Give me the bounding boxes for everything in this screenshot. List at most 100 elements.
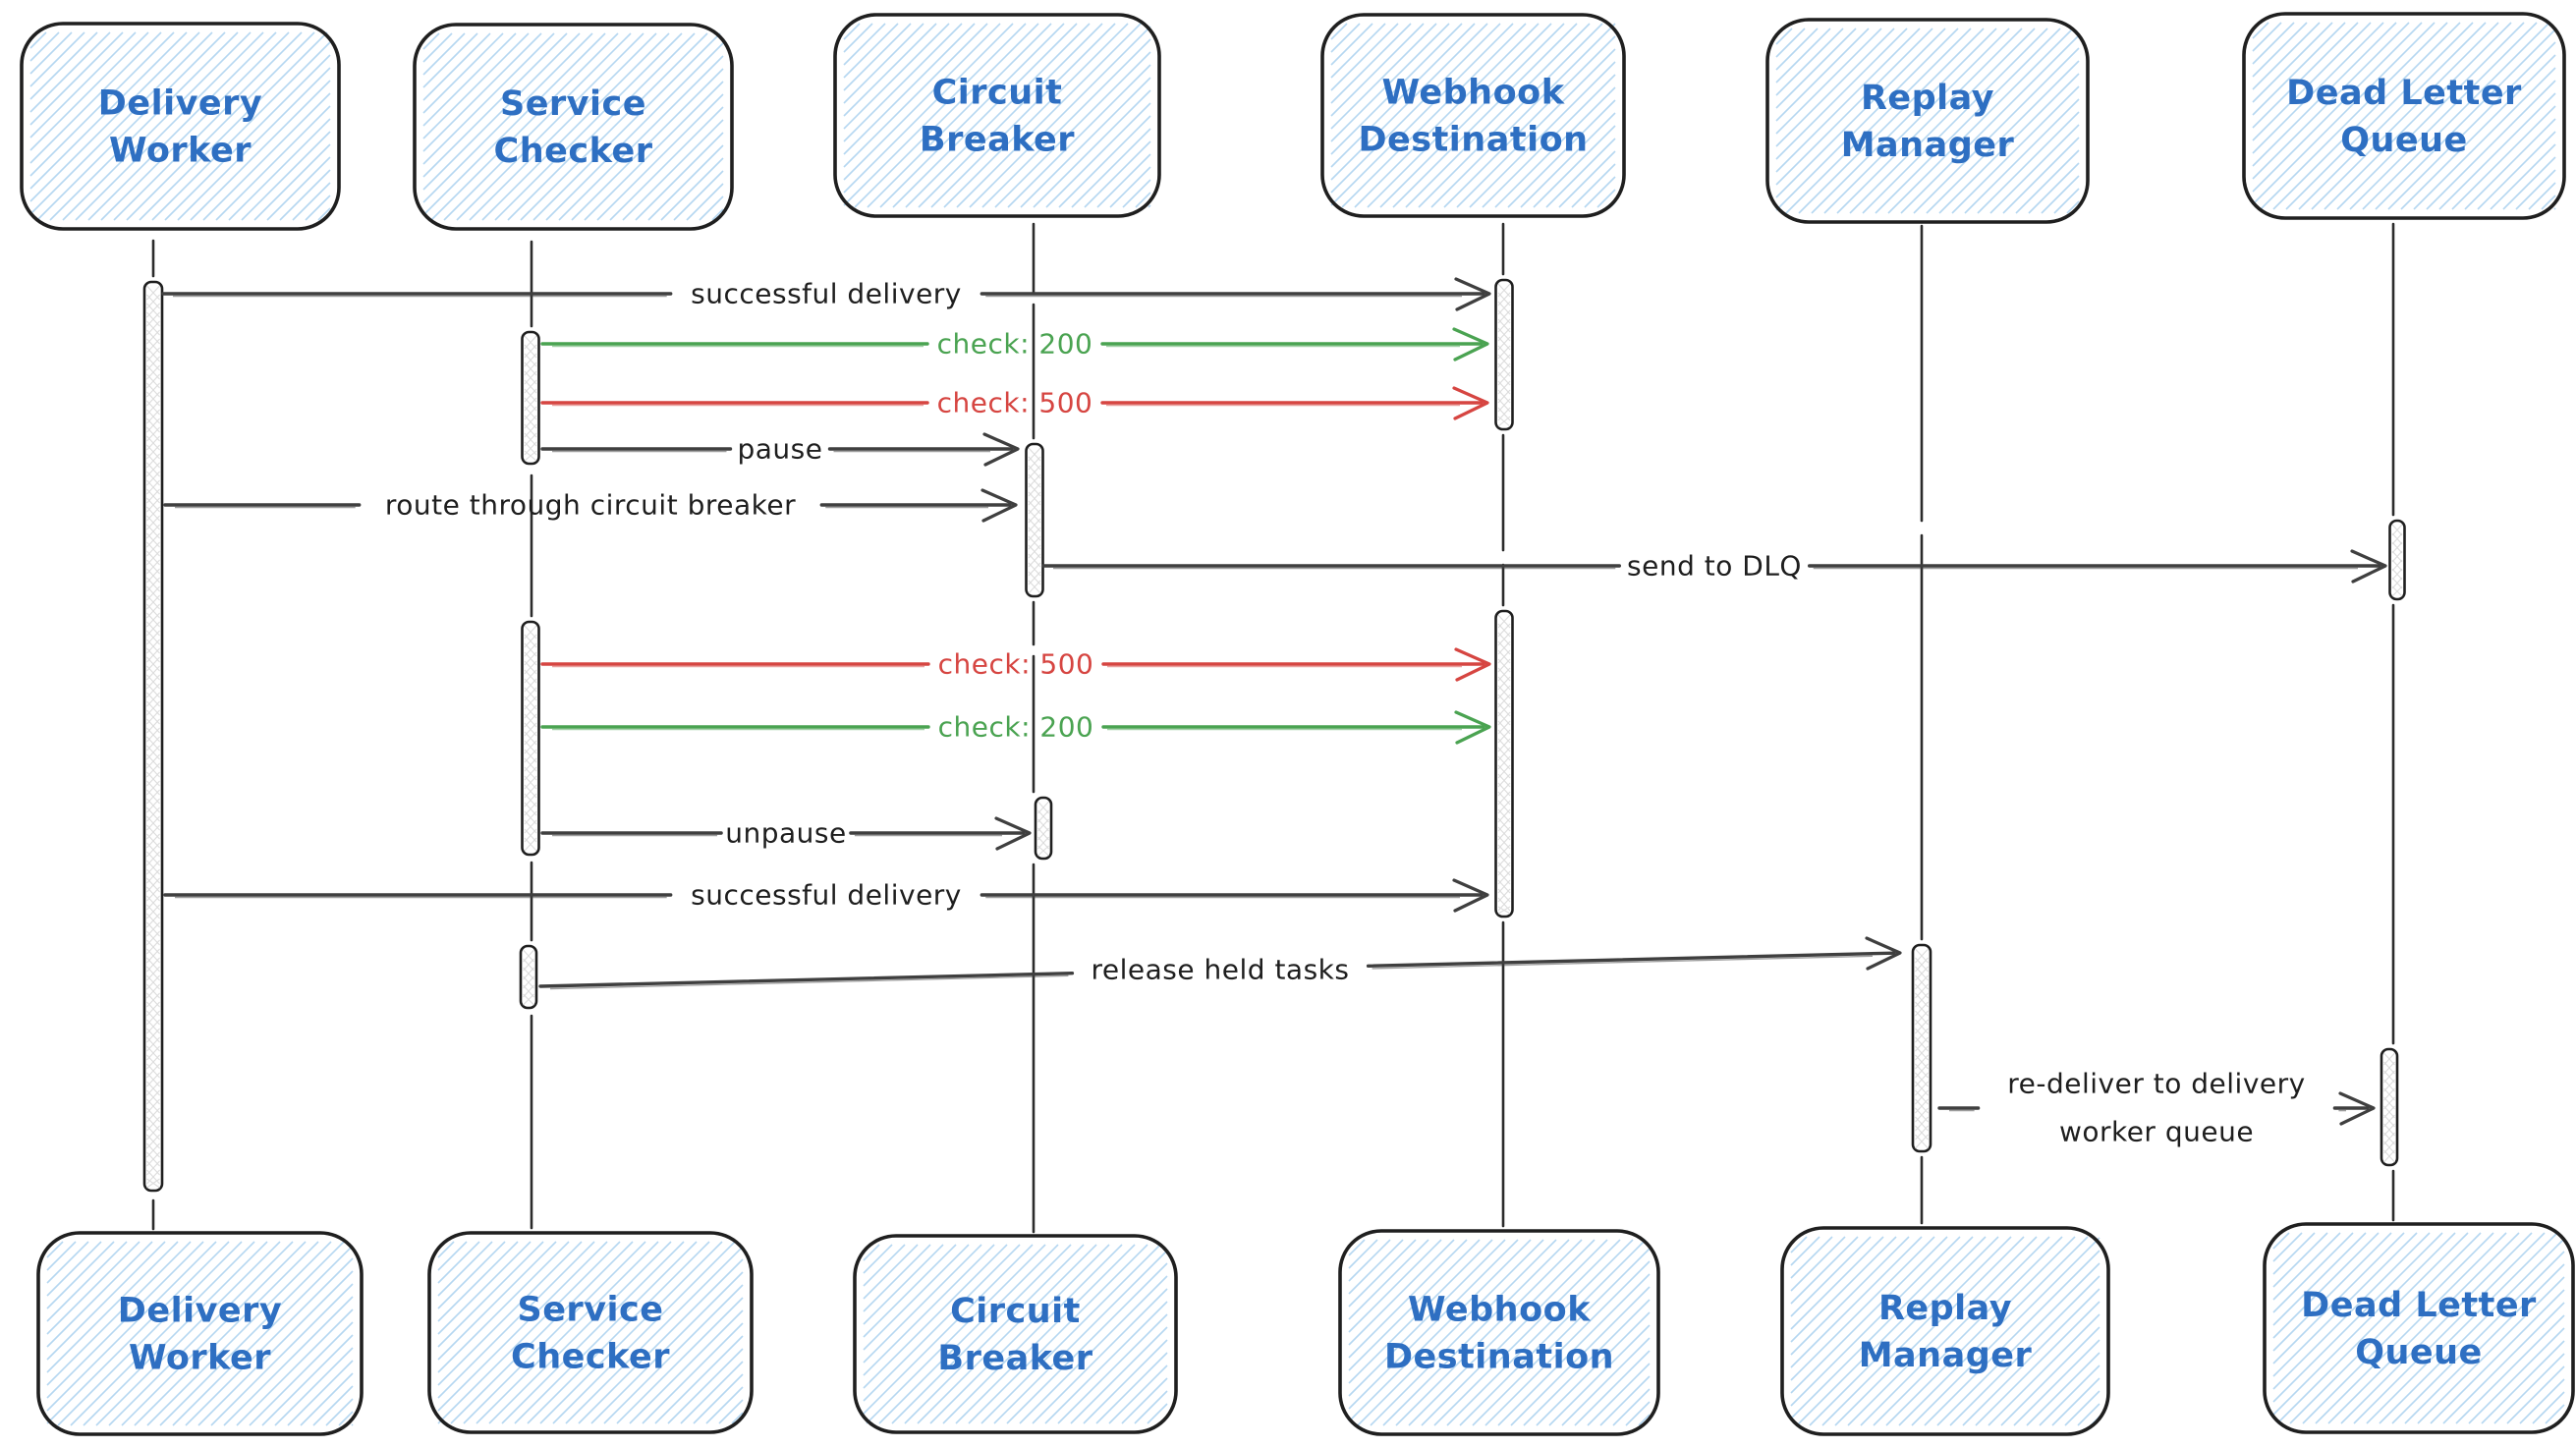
box-hatch-line xyxy=(863,1244,1021,1402)
box-hatch-line xyxy=(1456,48,1616,208)
box-hatch-line xyxy=(501,1241,685,1424)
box-hatch-line xyxy=(100,31,290,221)
box-hatch-line xyxy=(1823,28,2010,214)
message-arrowhead xyxy=(1452,878,1489,913)
box-hatch-line xyxy=(2506,1365,2565,1424)
box-hatch-line xyxy=(1775,28,1831,84)
box-hatch-line xyxy=(693,1373,744,1424)
box-hatch-line xyxy=(215,105,331,221)
activation-bar-delivery-worker xyxy=(142,280,164,1193)
activation-bar-circuit-breaker xyxy=(1025,442,1044,598)
box-hatch-line xyxy=(1033,89,1151,208)
box-hatch-line xyxy=(1134,1390,1168,1424)
box-hatch-line xyxy=(46,1241,64,1258)
box-hatch-line xyxy=(843,23,1014,194)
activation-bar-service-checker xyxy=(521,330,540,466)
box-hatch-line xyxy=(1330,23,1514,206)
box-hatch-line xyxy=(1446,1239,1634,1426)
box-hatch-line xyxy=(843,23,976,155)
box-hatch-line xyxy=(1421,1239,1608,1426)
bar-hatch-line xyxy=(523,975,534,989)
actor-label-line: Queue xyxy=(2355,1333,2483,1372)
message-6-send-to-dlq: send to DLQ xyxy=(1041,549,2387,584)
bar-hatch-line xyxy=(2383,1123,2395,1137)
box-hatch-line xyxy=(49,31,239,221)
box-hatch-line xyxy=(1898,1236,2089,1426)
box-hatch-line xyxy=(75,31,264,221)
box-hatch-line xyxy=(1348,1239,1366,1256)
box-hatch-line xyxy=(1548,1324,1651,1426)
box-hatch-line xyxy=(1964,98,2080,214)
box-hatch-line xyxy=(1357,1239,1544,1426)
box-hatch-line xyxy=(494,32,683,221)
box-hatch-line xyxy=(1775,28,1806,58)
actor-box-outline xyxy=(853,1234,1178,1434)
box-hatch-line xyxy=(956,23,1142,208)
box-hatch-line xyxy=(1836,28,2023,214)
box-hatch-line xyxy=(325,1398,354,1426)
box-hatch-line xyxy=(1497,1273,1651,1426)
box-hatch-line xyxy=(1809,1236,1999,1426)
box-hatch-line xyxy=(2430,1289,2565,1424)
box-hatch-line xyxy=(469,32,657,221)
box-hatch-line xyxy=(1096,153,1151,208)
actor-label-line: Webhook xyxy=(1382,74,1565,113)
box-hatch-line xyxy=(422,32,466,76)
box-hatch-line xyxy=(1057,1313,1168,1424)
message-label: successful delivery xyxy=(691,278,962,310)
box-hatch-line xyxy=(2340,1232,2533,1424)
box-hatch-line xyxy=(29,31,85,87)
box-hatch-line xyxy=(2272,1232,2431,1390)
box-hatch-line xyxy=(673,170,724,221)
bar-hatch-line xyxy=(2383,1087,2395,1101)
box-hatch-line xyxy=(1379,23,1565,208)
bar-hatch-line xyxy=(2383,1141,2395,1154)
box-hatch-line xyxy=(2051,1377,2100,1426)
box-hatch-line xyxy=(686,183,724,221)
box-hatch-line xyxy=(422,32,555,165)
message-label: check: 200 xyxy=(937,328,1093,361)
box-hatch-line xyxy=(1510,1286,1651,1426)
box-hatch-line xyxy=(422,32,581,191)
box-hatch-line xyxy=(2468,1327,2565,1424)
box-hatch-line xyxy=(635,132,724,221)
box-hatch-line xyxy=(2252,22,2321,90)
box-hatch-line xyxy=(917,1244,1097,1424)
box-hatch-line xyxy=(2252,22,2308,78)
actor-label-line: Worker xyxy=(129,1339,271,1378)
box-hatch-line xyxy=(437,1241,519,1322)
message-label: pause xyxy=(738,433,823,466)
box-hatch-line xyxy=(2515,169,2556,210)
message-line-sketch xyxy=(1372,955,1874,970)
box-hatch-line xyxy=(1545,138,1616,208)
box-hatch-line xyxy=(2252,22,2346,116)
box-hatch-line xyxy=(2362,22,2550,210)
box-hatch-line xyxy=(46,1241,166,1361)
actor-label-line: Breaker xyxy=(937,1339,1092,1378)
box-hatch-line xyxy=(437,1241,506,1309)
box-hatch-line xyxy=(863,1244,970,1351)
actor-label-line: Service xyxy=(517,1291,663,1330)
message-line-sketch xyxy=(549,975,1069,990)
activation-bar-outline xyxy=(1025,442,1044,598)
box-hatch-line xyxy=(2490,143,2556,210)
box-hatch-line xyxy=(1354,23,1540,208)
box-hatch-line xyxy=(843,23,1001,181)
box-hatch-line xyxy=(843,23,912,91)
box-hatch-line xyxy=(616,1297,744,1424)
box-hatch-line xyxy=(1330,23,1373,66)
box-hatch-line xyxy=(1790,1236,1872,1317)
box-hatch-line xyxy=(463,1241,646,1424)
box-hatch-line xyxy=(46,1241,153,1348)
box-hatch-line xyxy=(146,1241,332,1426)
box-hatch-line xyxy=(863,1244,957,1338)
box-hatch-line xyxy=(126,31,315,221)
box-hatch-line xyxy=(1330,23,1437,130)
box-hatch-line xyxy=(437,1241,532,1335)
box-hatch-line xyxy=(1790,1236,1910,1356)
